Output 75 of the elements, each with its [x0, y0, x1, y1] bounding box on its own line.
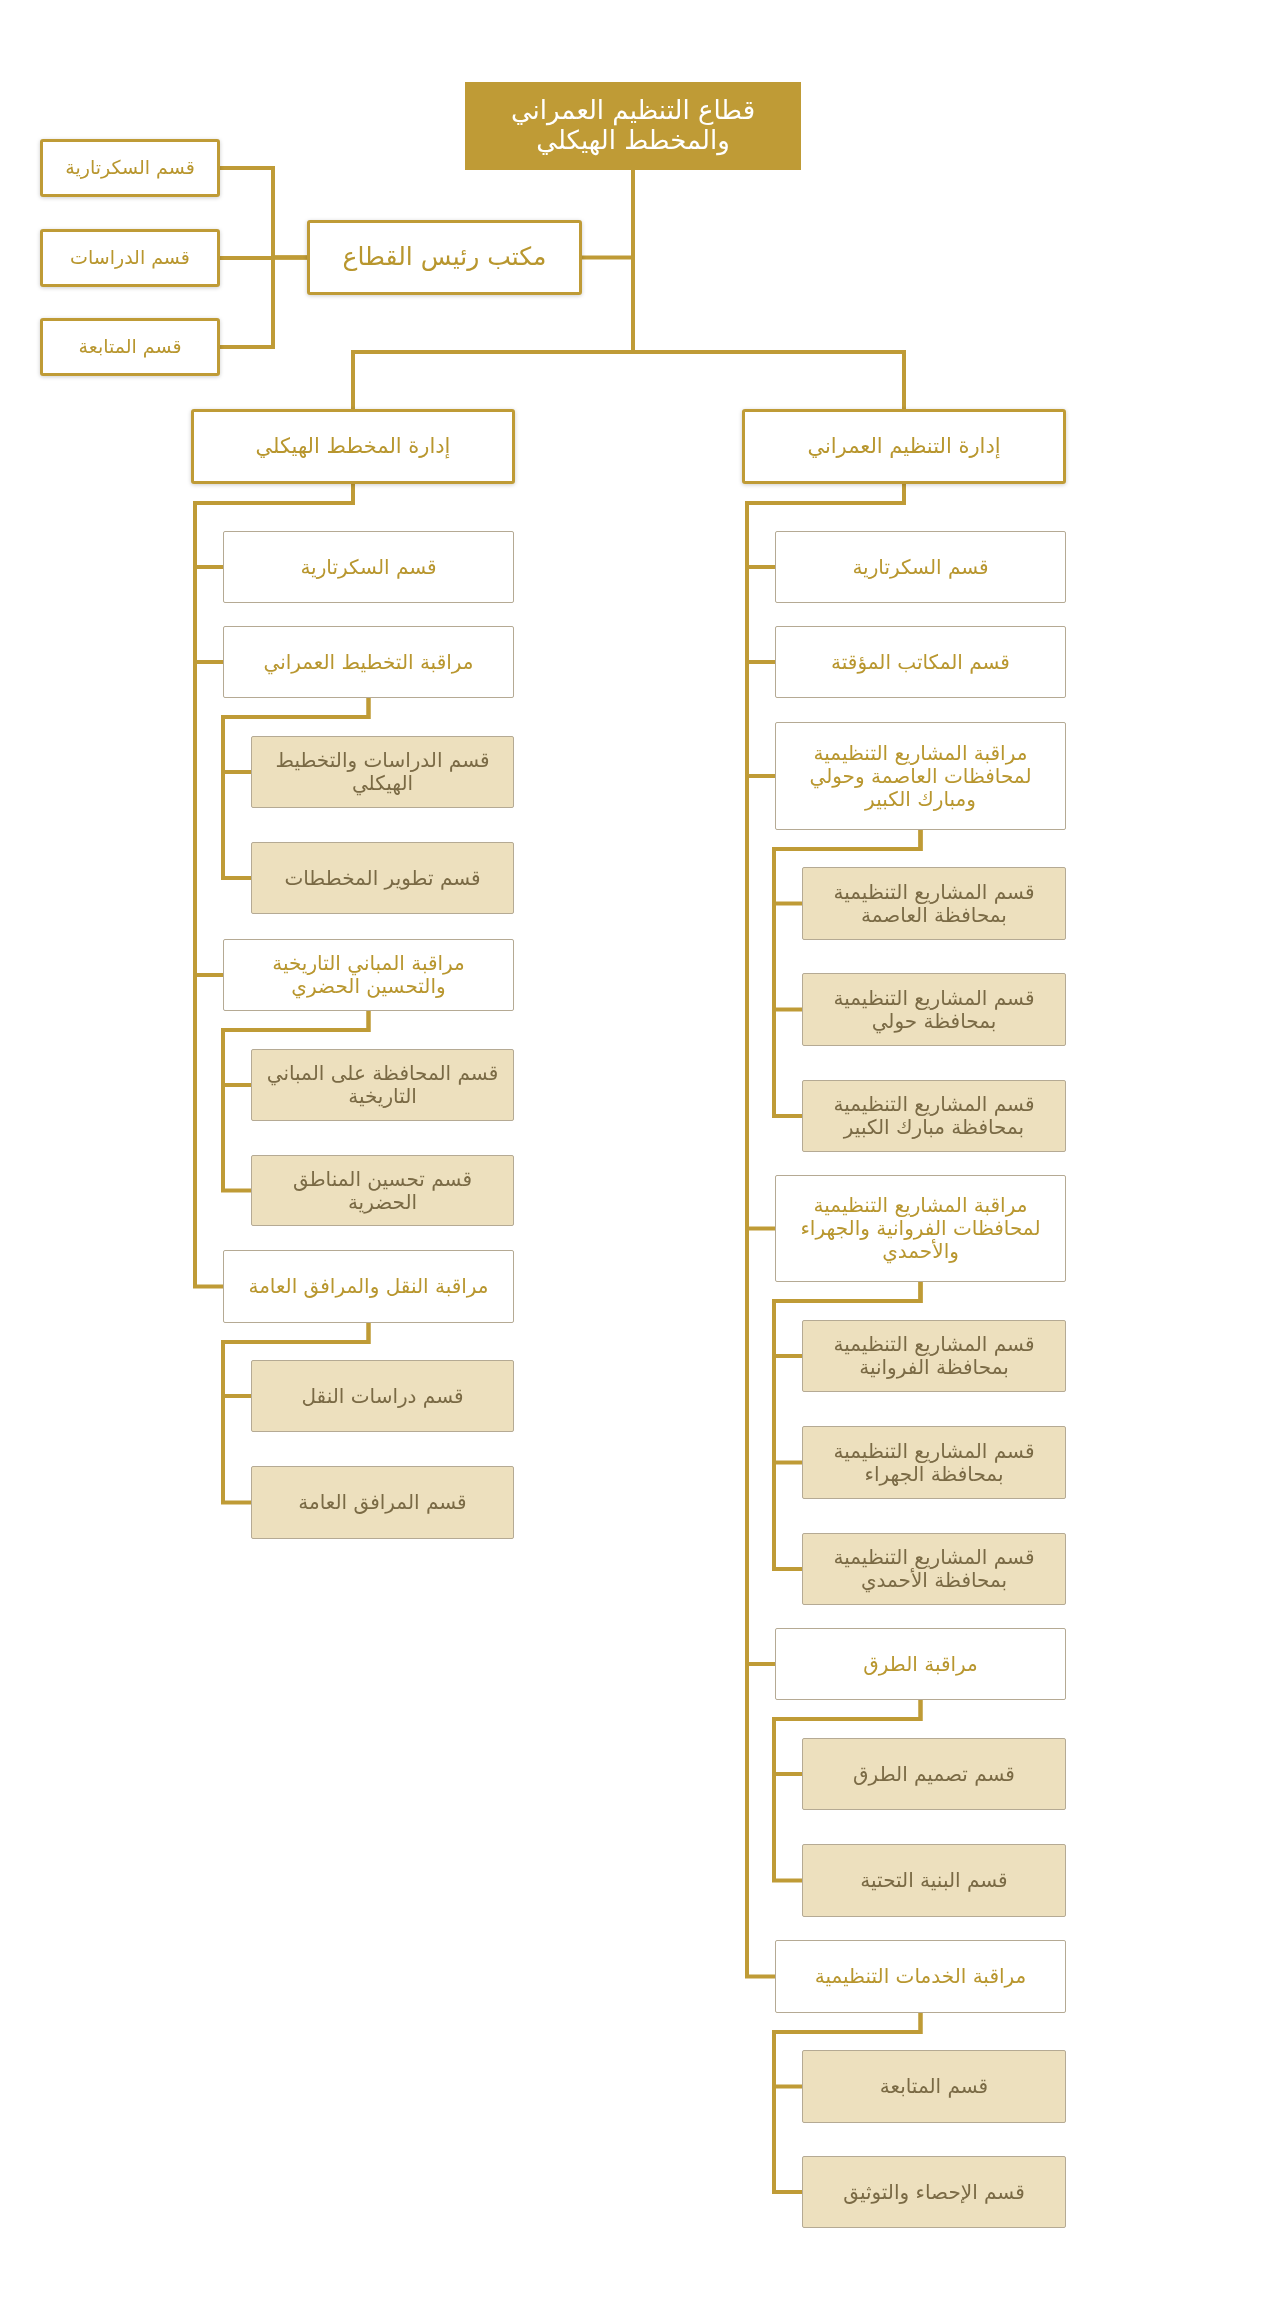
sector-header-box — [465, 82, 801, 170]
control-unit-box — [775, 531, 1066, 603]
section-box — [251, 1466, 514, 1539]
unit-name: قسم السكرتارية — [851, 555, 990, 579]
unit-name: قسم المشاريع التنظيمية بمحافظة الفروانية — [832, 1333, 1036, 1379]
section-box — [251, 842, 514, 914]
unit-name: مراقبة المشاريع التنظيمية لمحافظات الفروانية والجهراء والأحمدي — [799, 1194, 1042, 1263]
unit-name: مراقبة المشاريع التنظيمية لمحافظات العاصمة وحولي ومبارك الكبير — [808, 741, 1033, 811]
connector-line — [220, 255, 307, 349]
office-box — [307, 220, 582, 295]
section-box — [802, 1320, 1066, 1392]
connector-line — [221, 698, 371, 880]
unit-name: مراقبة الخدمات التنظيمية — [813, 1965, 1028, 1988]
control-unit-box — [223, 939, 514, 1011]
unit-name: قسم المرافق العامة — [297, 1491, 468, 1514]
connector-line — [772, 830, 923, 1118]
control-unit-box — [223, 1250, 514, 1323]
control-unit-box — [775, 1175, 1066, 1282]
connector-line — [772, 2013, 923, 2194]
unit-name: قسم المشاريع التنظيمية بمحافظة حولي — [832, 986, 1036, 1033]
unit-name: قسم الدراسات — [69, 247, 191, 269]
unit-name: مكتب رئيس القطاع — [341, 243, 548, 272]
unit-name: قسم تطوير المخططات — [283, 866, 482, 890]
connector-line — [221, 1011, 371, 1193]
unit-name: قسم المشاريع التنظيمية بمحافظة الأحمدي — [832, 1546, 1036, 1592]
control-unit-box — [775, 722, 1066, 830]
control-unit-box — [223, 626, 514, 698]
unit-name: قسم السكرتارية — [64, 157, 196, 179]
control-unit-box — [775, 1628, 1066, 1700]
section-box — [802, 1533, 1066, 1605]
section-box — [802, 1426, 1066, 1499]
section-box — [802, 1080, 1066, 1152]
section-box — [802, 2156, 1066, 2228]
section-box — [40, 139, 220, 197]
section-box — [802, 1738, 1066, 1810]
unit-name: قسم الدراسات والتخطيط الهيكلي — [274, 749, 491, 795]
section-box — [251, 736, 514, 808]
unit-name: قسم المشاريع التنظيمية بمحافظة العاصمة — [832, 880, 1036, 927]
section-box — [802, 973, 1066, 1046]
unit-name: قسم المشاريع التنظيمية بمحافظة مبارك الكبير — [832, 1093, 1036, 1139]
section-box — [802, 867, 1066, 940]
connector-line — [772, 1700, 923, 1883]
connector-line — [772, 1282, 923, 1571]
unit-name: قسم المتابعة — [878, 2075, 990, 2098]
unit-name: قسم الإحصاء والتوثيق — [842, 2180, 1026, 2204]
unit-name: قسم المكاتب المؤقتة — [830, 650, 1011, 674]
unit-name: قسم دراسات النقل — [300, 1384, 465, 1408]
connector-line — [351, 170, 635, 409]
unit-name: مراقبة النقل والمرافق العامة — [247, 1275, 490, 1298]
section-box — [40, 318, 220, 376]
department-box — [742, 409, 1066, 484]
department-box — [191, 409, 515, 484]
unit-name: قسم المشاريع التنظيمية بمحافظة الجهراء — [832, 1439, 1036, 1486]
unit-name: قسم تحسين المناطق الحضرية — [292, 1167, 473, 1214]
section-box — [251, 1155, 514, 1226]
control-unit-box — [775, 626, 1066, 698]
unit-name: إدارة المخطط الهيكلي — [254, 434, 452, 459]
section-box — [802, 1844, 1066, 1917]
section-box — [40, 229, 220, 287]
section-box — [251, 1360, 514, 1432]
unit-name: قسم السكرتارية — [299, 555, 438, 579]
unit-name: قسم تصميم الطرق — [852, 1762, 1016, 1786]
unit-name: قسم البنية التحتية — [859, 1869, 1009, 1892]
control-unit-box — [775, 1940, 1066, 2013]
unit-name: مراقبة المباني التاريخية والتحسين الحضري — [271, 952, 466, 998]
control-unit-box — [223, 531, 514, 603]
unit-name: مراقبة الطرق — [862, 1652, 979, 1676]
connector-line — [221, 1323, 371, 1505]
unit-name: قسم المحافظة على المباني التاريخية — [265, 1062, 500, 1108]
unit-name: قطاع التنظيم العمراني والمخطط الهيكلي — [509, 96, 757, 156]
section-box — [802, 2050, 1066, 2123]
unit-name: قسم المتابعة — [77, 336, 183, 358]
unit-name: إدارة التنظيم العمراني — [806, 434, 1002, 459]
unit-name: مراقبة التخطيط العمراني — [262, 650, 475, 674]
section-box — [251, 1049, 514, 1121]
